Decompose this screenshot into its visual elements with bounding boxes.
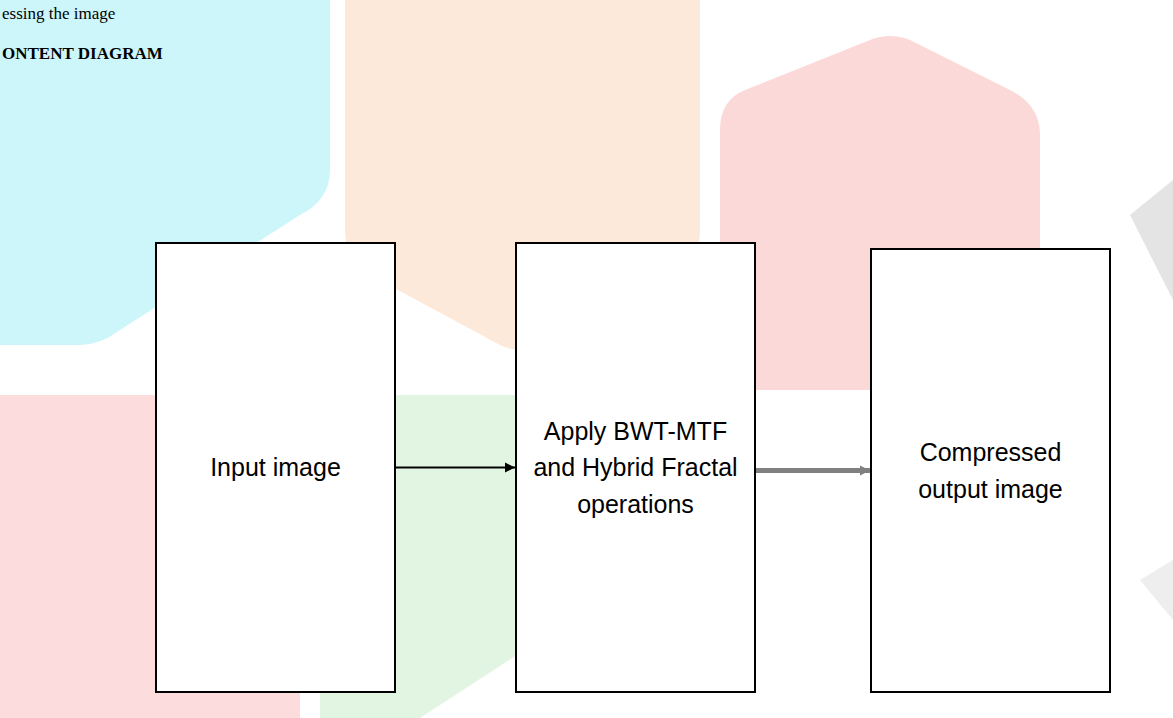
flow-arrow: [756, 468, 870, 473]
section-text: essing the image: [2, 4, 115, 24]
process-box: Input image: [155, 242, 396, 693]
process-box: Apply BWT-MTF and Hybrid Fractal operati…: [515, 242, 756, 693]
box-text: Apply BWT-MTF and Hybrid Fractal operati…: [529, 413, 742, 522]
section-heading: ONTENT DIAGRAM: [2, 44, 163, 64]
box-text: Compressed output image: [884, 434, 1097, 507]
watermark-grey: [1140, 560, 1173, 620]
box-text: Input image: [210, 449, 341, 485]
watermark-grey: [1130, 180, 1173, 300]
flow-arrow: [396, 467, 515, 469]
process-box: Compressed output image: [870, 248, 1111, 693]
